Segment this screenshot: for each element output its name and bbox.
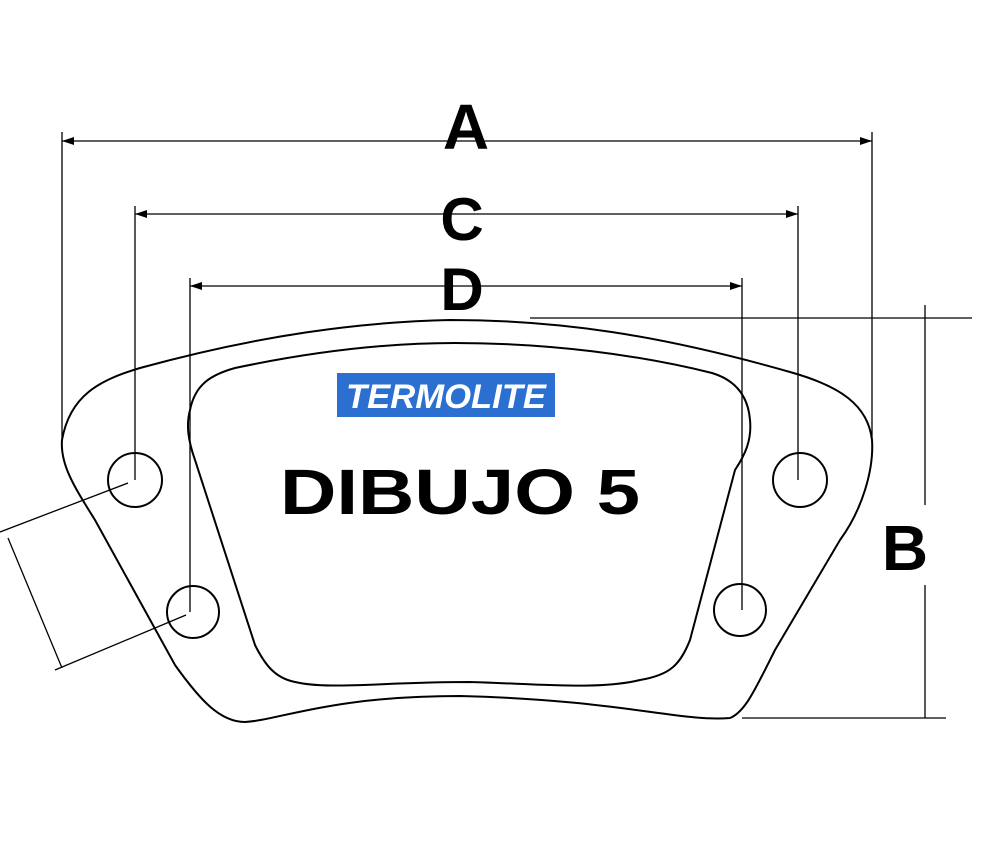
label-c: C [440, 186, 483, 253]
dimension-b [530, 305, 972, 719]
dimension-a [61, 132, 873, 440]
dimension-d [189, 278, 743, 612]
mounting-hole-top-left [107, 452, 163, 508]
termolite-logo: TERMOLITE [337, 373, 555, 417]
friction-material-outline [186, 341, 752, 687]
label-d: D [440, 256, 483, 323]
drawing-title: DIBUJO 5 [280, 456, 640, 528]
mounting-hole-bottom-left [166, 585, 220, 639]
dimension-hole-spacing [0, 482, 187, 671]
brand-text: TERMOLITE [346, 378, 547, 416]
dimension-c [134, 206, 799, 480]
mounting-hole-top-right [772, 452, 828, 508]
label-a: A [443, 91, 489, 163]
label-b: B [882, 512, 928, 584]
mounting-hole-bottom-right [713, 583, 767, 637]
backing-plate-outline [60, 318, 874, 724]
